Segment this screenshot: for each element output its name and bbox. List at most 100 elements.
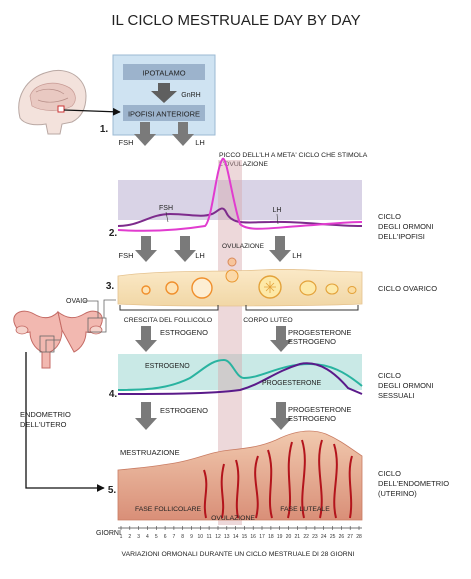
lh-peak-note-line2: L'OVULAZIONE (219, 161, 268, 168)
hypothalamus-box (123, 64, 205, 80)
lh-curve (117, 157, 363, 232)
endometrial-cycle-line1: CICLO (378, 469, 401, 478)
endometrium-luteal-estrogen-label: ESTROGENO (288, 414, 336, 423)
ovary-lh-label-2: LH (292, 251, 302, 260)
progesterone-curve (117, 362, 363, 395)
page-title: IL CICLO MESTRUALE DAY BY DAY (111, 12, 360, 29)
ovary-input-arrows (135, 236, 291, 262)
day-tick-label: 13 (224, 534, 230, 540)
pituitary-band (118, 180, 362, 220)
follicle-bracket (119, 305, 219, 311)
luteum-bracket (245, 305, 359, 311)
sex-cycle-line1: CICLO (378, 371, 401, 380)
spiral-arteries (203, 439, 353, 519)
sex-cycle-line3: SESSUALI (378, 391, 415, 400)
hypothalamus-label: IPOTALAMO (142, 69, 185, 78)
follicular-phase-label: FASE FOLLICOLARE (135, 506, 202, 513)
luteal-progesterone-label: PROGESTERONE (288, 328, 351, 337)
day-tick-label: 18 (268, 534, 274, 540)
step-number-1: 1. (100, 124, 109, 135)
day-tick-label: 19 (277, 534, 283, 540)
endometrium-box-connector (45, 339, 60, 352)
follicular-estrogen-label: ESTROGENO (160, 328, 208, 337)
day-tick-label: 28 (356, 534, 362, 540)
pituitary-fsh-label: FSH (119, 138, 134, 147)
endometrium-pointer-arrow (25, 352, 105, 492)
step-number-2: 2. (109, 228, 118, 239)
progesterone-curve-label: PROGESTERONE (262, 380, 321, 387)
day-tick-label: 7 (173, 534, 176, 540)
ovary-connector (103, 299, 116, 318)
fsh-curve-label: FSH (159, 205, 173, 212)
day-tick-label: 1 (120, 534, 123, 540)
caption: VARIAZIONI ORMONALI DURANTE UN CICLO MES… (122, 551, 355, 558)
endometrium-box (39, 335, 55, 353)
lh-peak-note-line1: PICCO DELL'LH A META' CICLO CHE STIMOLA (219, 152, 368, 159)
day-tick-label: 12 (215, 534, 221, 540)
days-axis-label: GIORNI (96, 530, 121, 537)
pituitary-cycle-line2: DEGLI ORMONI (378, 222, 433, 231)
day-tick-label: 27 (347, 534, 353, 540)
ovary-pointer (84, 300, 99, 318)
day-tick-label: 22 (303, 534, 309, 540)
step-number-5: 5. (108, 485, 117, 496)
brain-illustration (18, 70, 87, 135)
lh-curve-label: LH (273, 207, 282, 214)
day-tick-label: 17 (259, 534, 265, 540)
uterus-illustration (13, 310, 107, 369)
ovary-label: OVAIO (66, 298, 88, 305)
day-tick-label: 16 (250, 534, 256, 540)
ovarian-output-arrows (135, 326, 292, 352)
ovulation-event-label: OVULAZIONE (222, 243, 265, 250)
pituitary-lh-label: LH (195, 138, 205, 147)
day-tick-label: 8 (181, 534, 184, 540)
step-number-3: 3. (106, 281, 115, 292)
endometrium-input-arrows (135, 402, 292, 430)
endometrial-cycle-line3: (UTERINO) (378, 489, 417, 498)
pituitary-cycle-line1: CICLO (378, 212, 401, 221)
pituitary-box (123, 105, 205, 121)
day-tick-label: 2 (128, 534, 131, 540)
ovary-fsh-label: FSH (119, 251, 134, 260)
ovarian-cycle-label: CICLO OVARICO (378, 284, 437, 293)
follicle-growth-label: CRESCITA DEL FOLLICOLO (124, 317, 212, 324)
day-tick-label: 23 (312, 534, 318, 540)
gnrh-label: GnRH (181, 92, 200, 99)
day-tick-label: 21 (295, 534, 301, 540)
day-tick-label: 6 (164, 534, 167, 540)
day-tick-label: 15 (242, 534, 248, 540)
sex-hormone-band (118, 354, 362, 390)
step-number-4: 4. (109, 389, 118, 400)
endometrial-cycle-line2: DELL'ENDOMETRIO (378, 479, 449, 488)
luteal-phase-label: FASE LUTEALE (280, 506, 330, 513)
day-tick-label: 4 (146, 534, 149, 540)
pituitary-arrows (134, 122, 194, 146)
ovary-strip (117, 269, 363, 307)
pituitary-label: IPOFISI ANTERIORE (128, 110, 200, 119)
endometrium-layer (117, 430, 363, 521)
day-tick-label: 3 (137, 534, 140, 540)
uterine-endometrium-line2: DELL'UTERO (20, 420, 67, 429)
day-tick-label: 5 (155, 534, 158, 540)
corpus-luteum-label: CORPO LUTEO (243, 317, 292, 324)
day-tick-label: 20 (286, 534, 292, 540)
ovulation-phase-label: OVULAZIONE (211, 515, 255, 522)
day-tick-label: 26 (339, 534, 345, 540)
fsh-curve (117, 207, 363, 227)
day-tick-label: 24 (321, 534, 327, 540)
luteal-estrogen-label: ESTROGENO (288, 337, 336, 346)
brain-pointer-line (63, 107, 121, 116)
day-tick-label: 11 (206, 534, 211, 540)
gnrh-arrow (151, 83, 177, 103)
day-tick-label: 10 (198, 534, 204, 540)
day-tick-label: 25 (330, 534, 336, 540)
follicle-series (141, 257, 357, 299)
estrogen-curve-label: ESTROGENO (145, 363, 190, 370)
uterine-endometrium-line1: ENDOMETRIO (20, 410, 71, 419)
pituitary-cycle-line3: DELL'IPOFISI (378, 232, 425, 241)
day-tick-label: 9 (190, 534, 193, 540)
menstruation-label: MESTRUAZIONE (120, 448, 180, 457)
